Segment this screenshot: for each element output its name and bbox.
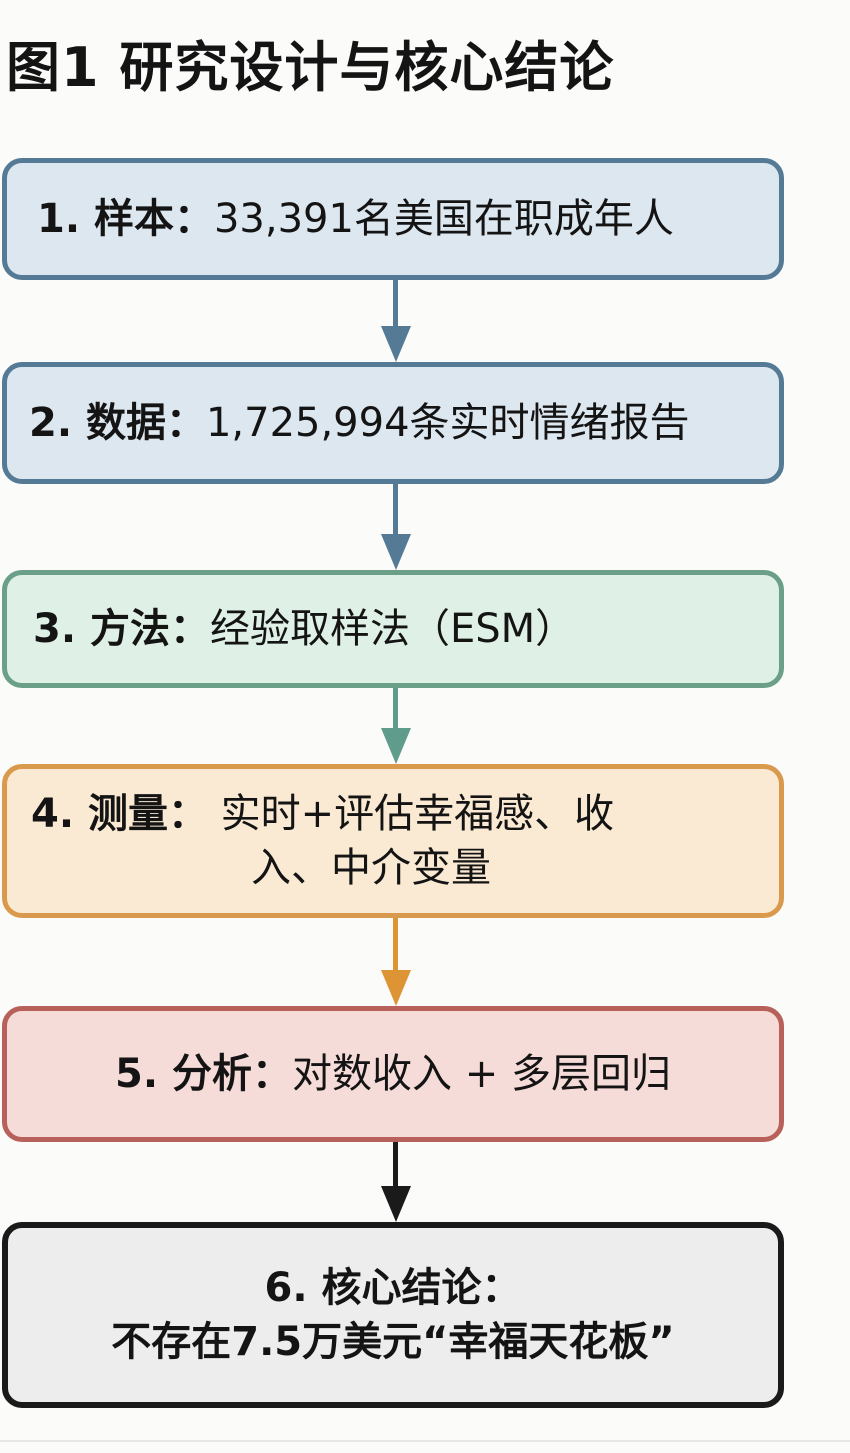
step-label: 2. 数据： xyxy=(29,400,206,446)
step-text: 实时+评估幸福感、收 xyxy=(220,791,615,837)
step-conclusion-box: 6. 核心结论： 不存在7.5万美元“幸福天花板” xyxy=(2,1222,784,1408)
step-measure-box: 4. 测量： 实时+评估幸福感、收 入、中介变量 xyxy=(2,764,784,918)
step-text: 1,725,994条实时情绪报告 xyxy=(205,400,690,446)
figure-title: 图1 研究设计与核心结论 xyxy=(6,36,615,99)
conclusion-text: 不存在7.5万美元“幸福天花板” xyxy=(111,1319,675,1365)
step-text: 经验取样法（ESM） xyxy=(209,606,576,652)
divider xyxy=(0,1440,850,1442)
arrow-down-icon xyxy=(381,918,411,1006)
step-sample-box: 1. 样本： 33,391名美国在职成年人 xyxy=(2,158,784,280)
arrow-down-icon xyxy=(381,484,411,570)
arrow-down-icon xyxy=(381,1142,411,1222)
conclusion-label: 6. 核心结论： xyxy=(264,1265,522,1311)
step-data-box: 2. 数据： 1,725,994条实时情绪报告 xyxy=(2,362,784,484)
arrow-down-icon xyxy=(381,688,411,764)
step-analysis-box: 5. 分析： 对数收入 + 多层回归 xyxy=(2,1006,784,1142)
step-text: 对数收入 + 多层回归 xyxy=(292,1051,671,1097)
step-text: 33,391名美国在职成年人 xyxy=(213,196,674,242)
arrow-down-icon xyxy=(381,280,411,362)
step-text-continued: 入、中介变量 xyxy=(251,845,491,891)
step-method-box: 3. 方法： 经验取样法（ESM） xyxy=(2,570,784,688)
step-label: 1. 样本： xyxy=(37,196,214,242)
step-label: 4. 测量： xyxy=(31,791,208,837)
step-label: 3. 方法： xyxy=(33,606,210,652)
step-line-1: 4. 测量： 实时+评估幸福感、收 xyxy=(31,787,614,841)
step-label: 5. 分析： xyxy=(115,1051,292,1097)
step-line-2: 入、中介变量 xyxy=(31,841,491,895)
